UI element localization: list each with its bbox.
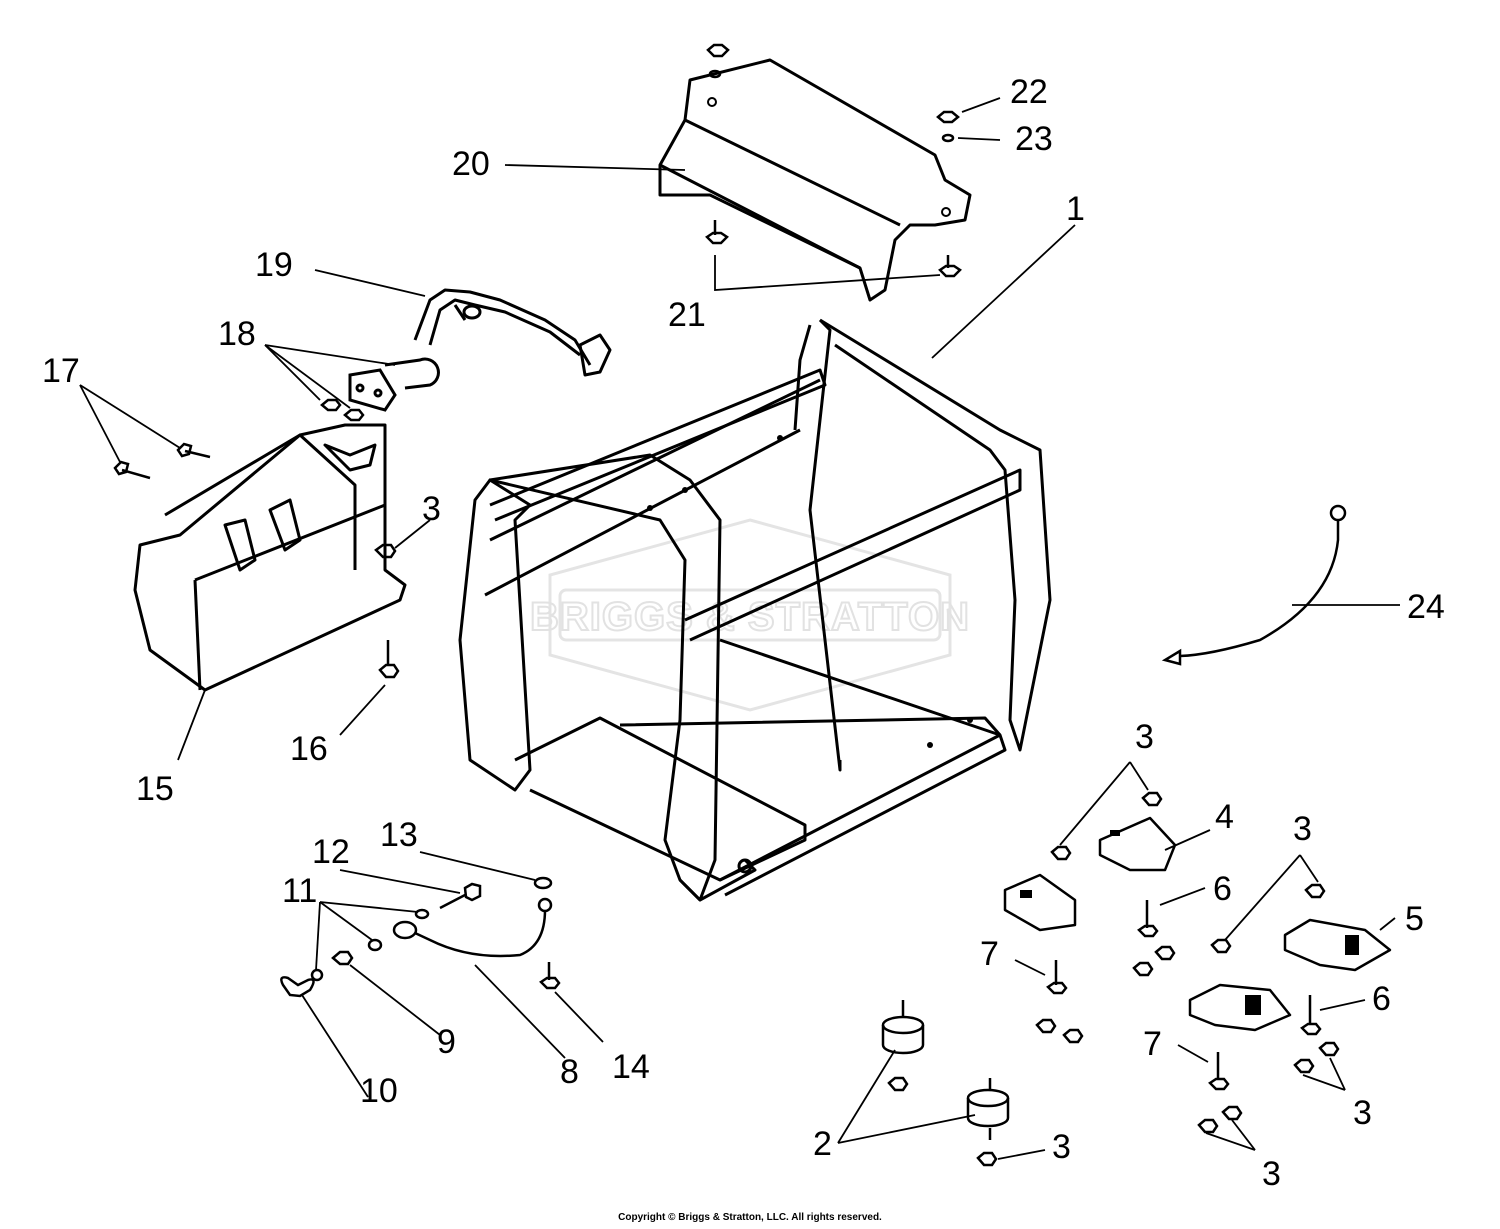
callout-8: 8 (560, 1053, 579, 1091)
copyright-notice: Copyright © Briggs & Stratton, LLC. All … (618, 1212, 882, 1223)
callout-23: 23 (1015, 120, 1053, 158)
callout-3-muffler: 3 (422, 490, 441, 528)
muffler-shield-part (133, 423, 407, 692)
callout-5: 5 (1405, 900, 1424, 938)
callout-20: 20 (452, 145, 490, 183)
callout-1: 1 (1066, 190, 1085, 228)
frame-holes (647, 435, 973, 748)
frame-part (458, 318, 1052, 902)
callout-3-upper-mount: 3 (1135, 718, 1154, 756)
callout-13: 13 (380, 816, 418, 854)
callout-3-isolator: 3 (1052, 1128, 1071, 1166)
callout-2: 2 (813, 1125, 832, 1163)
leader-lines (79, 97, 1400, 1160)
callout-21: 21 (668, 296, 706, 334)
callout-6-upper: 6 (1213, 870, 1232, 908)
ground-wire-part (1161, 504, 1347, 666)
callout-7-lower: 7 (1143, 1025, 1162, 1063)
callout-24: 24 (1407, 588, 1445, 626)
callout-11: 11 (282, 872, 317, 910)
callout-14: 14 (612, 1048, 650, 1086)
watermark-brand-text: BRIGGS & STRATTON (530, 595, 970, 639)
callout-16: 16 (290, 730, 328, 768)
mount-bracket-parts (1003, 816, 1392, 1032)
callout-6-lower: 6 (1372, 980, 1391, 1018)
rubber-isolator-parts (881, 1000, 1010, 1140)
u-bolt-clamp-part (348, 357, 440, 412)
callout-labels: 1 2 3 3 3 3 3 3 4 5 6 6 7 7 8 9 10 11 12… (42, 73, 1445, 1193)
exhaust-pipe-part (413, 288, 612, 377)
callout-10: 10 (360, 1072, 398, 1110)
callout-17: 17 (42, 352, 80, 390)
callout-22: 22 (1010, 73, 1048, 111)
heat-shield-part (658, 58, 972, 302)
ground-cable-part (392, 897, 553, 958)
fastener-parts (113, 43, 1340, 1167)
heat-shield-holes (707, 97, 951, 217)
callout-15: 15 (136, 770, 174, 808)
callout-19: 19 (255, 246, 293, 284)
mount-bracket-shading (1020, 830, 1359, 1015)
callout-9: 9 (437, 1023, 456, 1061)
callout-7-upper: 7 (980, 935, 999, 973)
callout-3-right-mount: 3 (1293, 810, 1312, 848)
callout-4: 4 (1215, 798, 1234, 836)
callout-12: 12 (312, 833, 350, 871)
callout-3-bottom: 3 (1262, 1155, 1281, 1193)
callout-3-lower-right: 3 (1353, 1094, 1372, 1132)
callout-18: 18 (218, 315, 256, 353)
